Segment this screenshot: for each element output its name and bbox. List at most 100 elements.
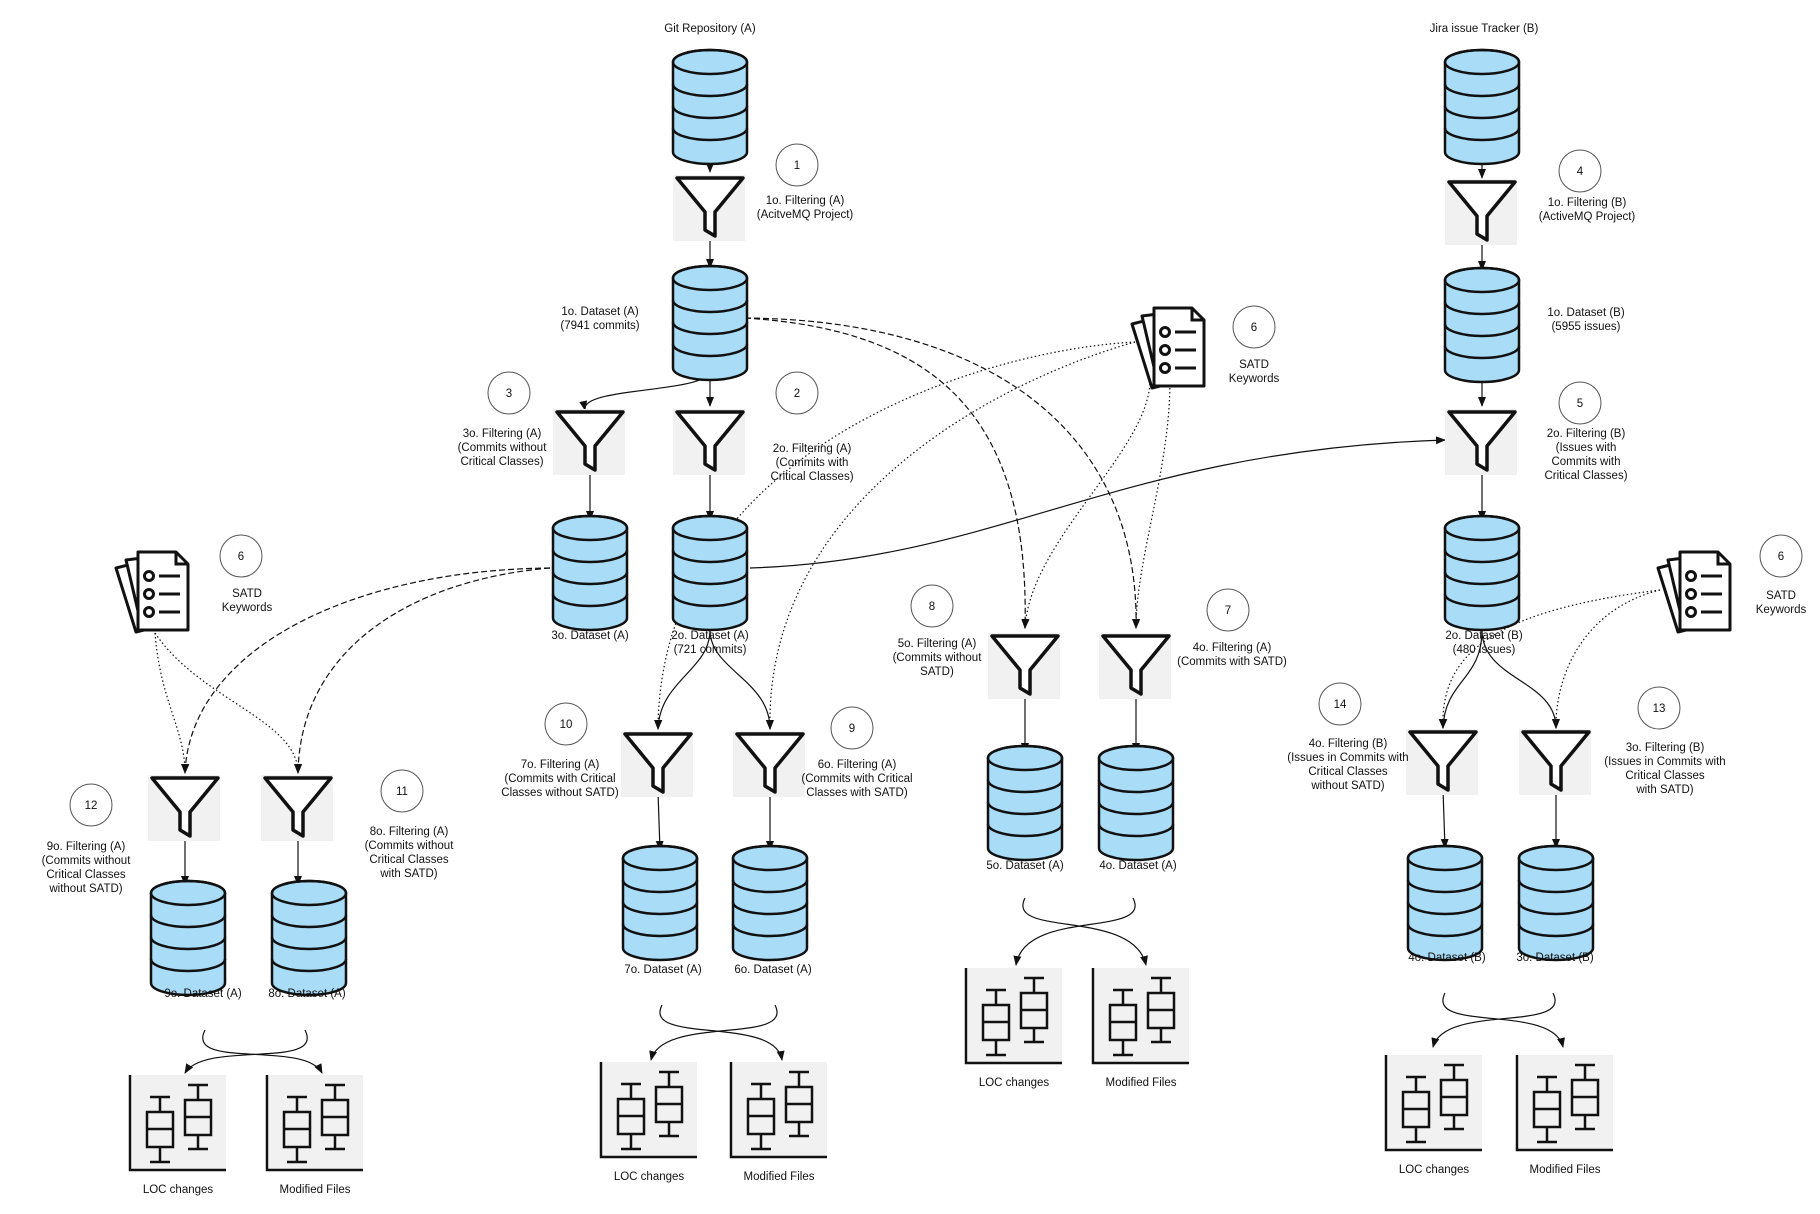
step-6-badge-right: 6: [1759, 534, 1803, 578]
filter-1-label: 1o. Filtering (A)(AcitveMQ Project): [757, 195, 854, 221]
dataset-1a-label: 1o. Dataset (A)(7941 commits): [560, 306, 639, 332]
boxplot-loc-7a: [599, 1062, 697, 1159]
dataset-3a-cylinder: [551, 514, 629, 632]
edge-plots-mid-a: [659, 1004, 785, 1061]
filter-3-funnel: [553, 409, 625, 475]
svg-text:8: 8: [929, 601, 935, 613]
dataset-5a-label: 5o. Dataset (A): [986, 860, 1064, 872]
dataset-5a-cylinder: [986, 744, 1064, 862]
dataset-2a-label: 2o. Dataset (A)(721 commits): [671, 630, 749, 656]
edge-satd-f12: [154, 632, 189, 774]
dataset-1b-label: 1o. Dataset (B)(5955 issues): [1547, 307, 1625, 333]
svg-text:6: 6: [1778, 551, 1784, 563]
svg-text:13: 13: [1653, 703, 1666, 715]
edge-f10-d7a: [655, 791, 664, 851]
edge-plots-left-b: [184, 1029, 308, 1074]
svg-text:5: 5: [1577, 398, 1583, 410]
edge-plots-mid-b: [649, 1004, 778, 1061]
filter-7-funnel: [1099, 633, 1171, 699]
boxplot-loc-4b: [1384, 1055, 1482, 1152]
dataset-3b-cylinder: [1517, 844, 1595, 962]
boxplot-loc-4b-label: LOC changes: [1399, 1164, 1470, 1176]
step-7-badge: 7: [1206, 588, 1250, 632]
step-6-badge-mid: 6: [1232, 305, 1276, 349]
dataset-4a-label: 4o. Dataset (A): [1099, 860, 1177, 872]
boxplot-files-4a-label: Modified Files: [1106, 1077, 1177, 1089]
git-repo-title: Git Repository (A): [664, 23, 756, 35]
satd-keywords-doc-left: [114, 550, 190, 634]
edge-satd-f9: [765, 341, 1136, 730]
edge-d3a-f11: [294, 567, 551, 774]
filter-13-funnel: [1519, 729, 1591, 795]
step-13-badge: 13: [1637, 686, 1681, 730]
edge-f14-d4b: [1440, 789, 1449, 849]
edge-d1a-f8: [744, 317, 1030, 629]
step-12-badge: 12: [69, 783, 113, 827]
edge-plots-right-b: [1013, 897, 1136, 966]
boxplot-loc-5a: [964, 968, 1062, 1065]
filter-11-funnel: [261, 775, 333, 841]
dataset-2a-cylinder: [671, 514, 749, 632]
edge-d1a-f7: [744, 317, 1141, 629]
edge-satd-f14: [1438, 589, 1661, 729]
svg-text:6: 6: [1251, 322, 1257, 334]
edge-d3a-f12: [181, 567, 551, 774]
step-4-badge: 4: [1558, 149, 1602, 193]
edge-satd-f13: [1551, 589, 1661, 729]
dataset-9a-cylinder: [149, 879, 227, 997]
svg-text:10: 10: [560, 719, 573, 731]
svg-text:2: 2: [794, 388, 800, 400]
svg-text:4: 4: [1577, 166, 1584, 178]
filter-5-funnel: [1445, 409, 1517, 475]
nodes: Git Repository (A)11o. Filtering (A)(Aci…: [42, 23, 1807, 1196]
dataset-4b-cylinder: [1406, 844, 1484, 962]
edge-satd-f7: [1132, 379, 1171, 629]
boxplot-files-6a-label: Modified Files: [744, 1171, 815, 1183]
filter-4-funnel: [1445, 179, 1517, 245]
edge-d2b-f13: [1481, 629, 1560, 729]
filter-14-funnel: [1406, 729, 1478, 795]
dataset-2b-label: 2o. Dataset (B)(480 issues): [1445, 630, 1523, 656]
filter-4-label: 1o. Filtering (B)(ActiveMQ Project): [1539, 197, 1636, 223]
satd-keywords-doc-mid: [1130, 306, 1206, 390]
dataset-2b-cylinder: [1443, 514, 1521, 632]
dataset-9a-label: 9o. Dataset (A): [164, 988, 242, 1000]
step-11-badge: 11: [380, 769, 424, 813]
boxplot-files-6a: [729, 1062, 827, 1159]
dataset-7a-label: 7o. Dataset (A): [624, 964, 702, 976]
svg-text:7: 7: [1225, 605, 1231, 617]
dataset-8a-cylinder: [270, 879, 348, 997]
svg-text:9: 9: [849, 723, 855, 735]
filter-8-funnel: [988, 633, 1060, 699]
boxplot-loc-9a-label: LOC changes: [143, 1184, 214, 1196]
step-5-badge: 5: [1558, 381, 1602, 425]
boxplot-files-3b-label: Modified Files: [1530, 1164, 1601, 1176]
dataset-3a-label: 3o. Dataset (A): [551, 630, 629, 642]
step-14-badge: 14: [1318, 682, 1362, 726]
boxplot-files-8a-label: Modified Files: [280, 1184, 351, 1196]
filter-14-label: 4o. Filtering (B)(Issues in Commits with…: [1287, 738, 1408, 792]
edge-d2b-f14: [1439, 629, 1483, 729]
boxplot-files-4a: [1091, 968, 1189, 1065]
svg-text:14: 14: [1334, 699, 1347, 711]
dataset-1a-cylinder: [671, 264, 749, 382]
edge-d2a-f10: [654, 629, 711, 730]
edge-satd-f8: [1021, 379, 1151, 629]
dataset-4a-cylinder: [1097, 744, 1175, 862]
svg-text:11: 11: [396, 786, 408, 798]
boxplot-files-3b: [1515, 1055, 1613, 1152]
step-6-badge-left: 6: [219, 534, 263, 578]
filter-12-funnel: [148, 775, 220, 841]
svg-text:12: 12: [85, 800, 98, 812]
filter-1-funnel: [673, 175, 745, 241]
boxplot-files-8a: [265, 1075, 363, 1172]
filter-10-funnel: [621, 731, 693, 797]
